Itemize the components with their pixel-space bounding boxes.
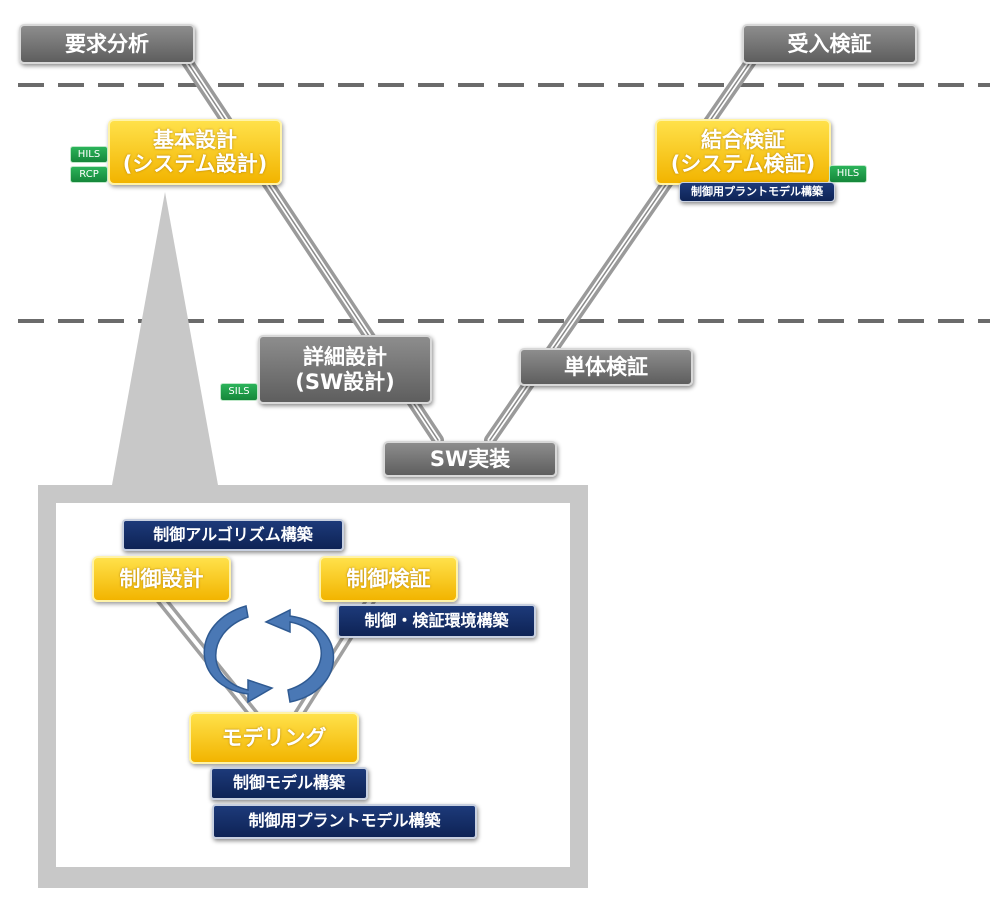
hils-tag-right: HILS — [829, 165, 867, 183]
plant-model-tag-top-label: 制御用プラントモデル構築 — [691, 184, 823, 198]
phase-basic-design-line1: 基本設計 — [153, 127, 237, 152]
phase-basic-design: 基本設計 (システム設計) — [108, 119, 282, 185]
rcp-tag-label: RCP — [79, 168, 99, 180]
plant-model-tag-top: 制御用プラントモデル構築 — [679, 182, 835, 202]
phase-implementation: SW実装 — [383, 441, 557, 477]
phase-requirements: 要求分析 — [19, 24, 195, 64]
cycle-arrow-left — [203, 605, 274, 704]
phase-unit-test-label: 単体検証 — [564, 354, 648, 379]
phase-integration-test-line1: 結合検証 — [701, 127, 785, 152]
env-build-text: 制御・検証環境構築 — [364, 610, 509, 630]
phase-requirements-label: 要求分析 — [65, 31, 149, 56]
plant-model-text: 制御用プラントモデル構築 — [248, 811, 441, 831]
zoom-callout-wedge — [112, 192, 218, 485]
modeling-text: モデリング — [221, 725, 327, 750]
cycle-arrow-right — [264, 608, 335, 703]
phase-detailed-design-line2: (SW設計) — [295, 369, 395, 394]
phase-detailed-design-line1: 詳細設計 — [303, 345, 387, 370]
phase-acceptance-test: 受入検証 — [742, 24, 917, 64]
phase-basic-design-line2: (システム設計) — [122, 152, 268, 176]
control-design-text: 制御設計 — [119, 566, 204, 591]
control-design-box: 制御設計 — [92, 556, 231, 602]
hils-tag-left-label: HILS — [77, 148, 101, 160]
phase-unit-test: 単体検証 — [519, 348, 693, 386]
phase-implementation-label: SW実装 — [429, 446, 511, 471]
phase-integration-test-line2: (システム検証) — [670, 152, 816, 176]
sils-tag-label: SILS — [228, 386, 250, 398]
hils-tag-right-label: HILS — [836, 168, 860, 180]
cycle-arrows-icon — [203, 605, 335, 704]
phase-acceptance-test-label: 受入検証 — [787, 31, 872, 56]
phase-detailed-design: 詳細設計 (SW設計) — [258, 335, 432, 404]
modeling-box: モデリング — [189, 712, 359, 764]
algorithm-build-label: 制御アルゴリズム構築 — [122, 519, 344, 551]
phase-integration-test: 結合検証 (システム検証) — [655, 119, 831, 185]
algorithm-build-text: 制御アルゴリズム構築 — [153, 524, 313, 544]
env-build-label: 制御・検証環境構築 — [337, 604, 536, 638]
plant-model-label: 制御用プラントモデル構築 — [212, 804, 477, 839]
control-verification-box: 制御検証 — [319, 556, 458, 602]
hils-tag-left: HILS — [70, 146, 108, 163]
sils-tag: SILS — [220, 383, 258, 401]
control-verification-text: 制御検証 — [346, 566, 431, 591]
control-model-text: 制御モデル構築 — [232, 773, 345, 793]
control-model-label: 制御モデル構築 — [210, 767, 368, 800]
rcp-tag: RCP — [70, 166, 108, 183]
